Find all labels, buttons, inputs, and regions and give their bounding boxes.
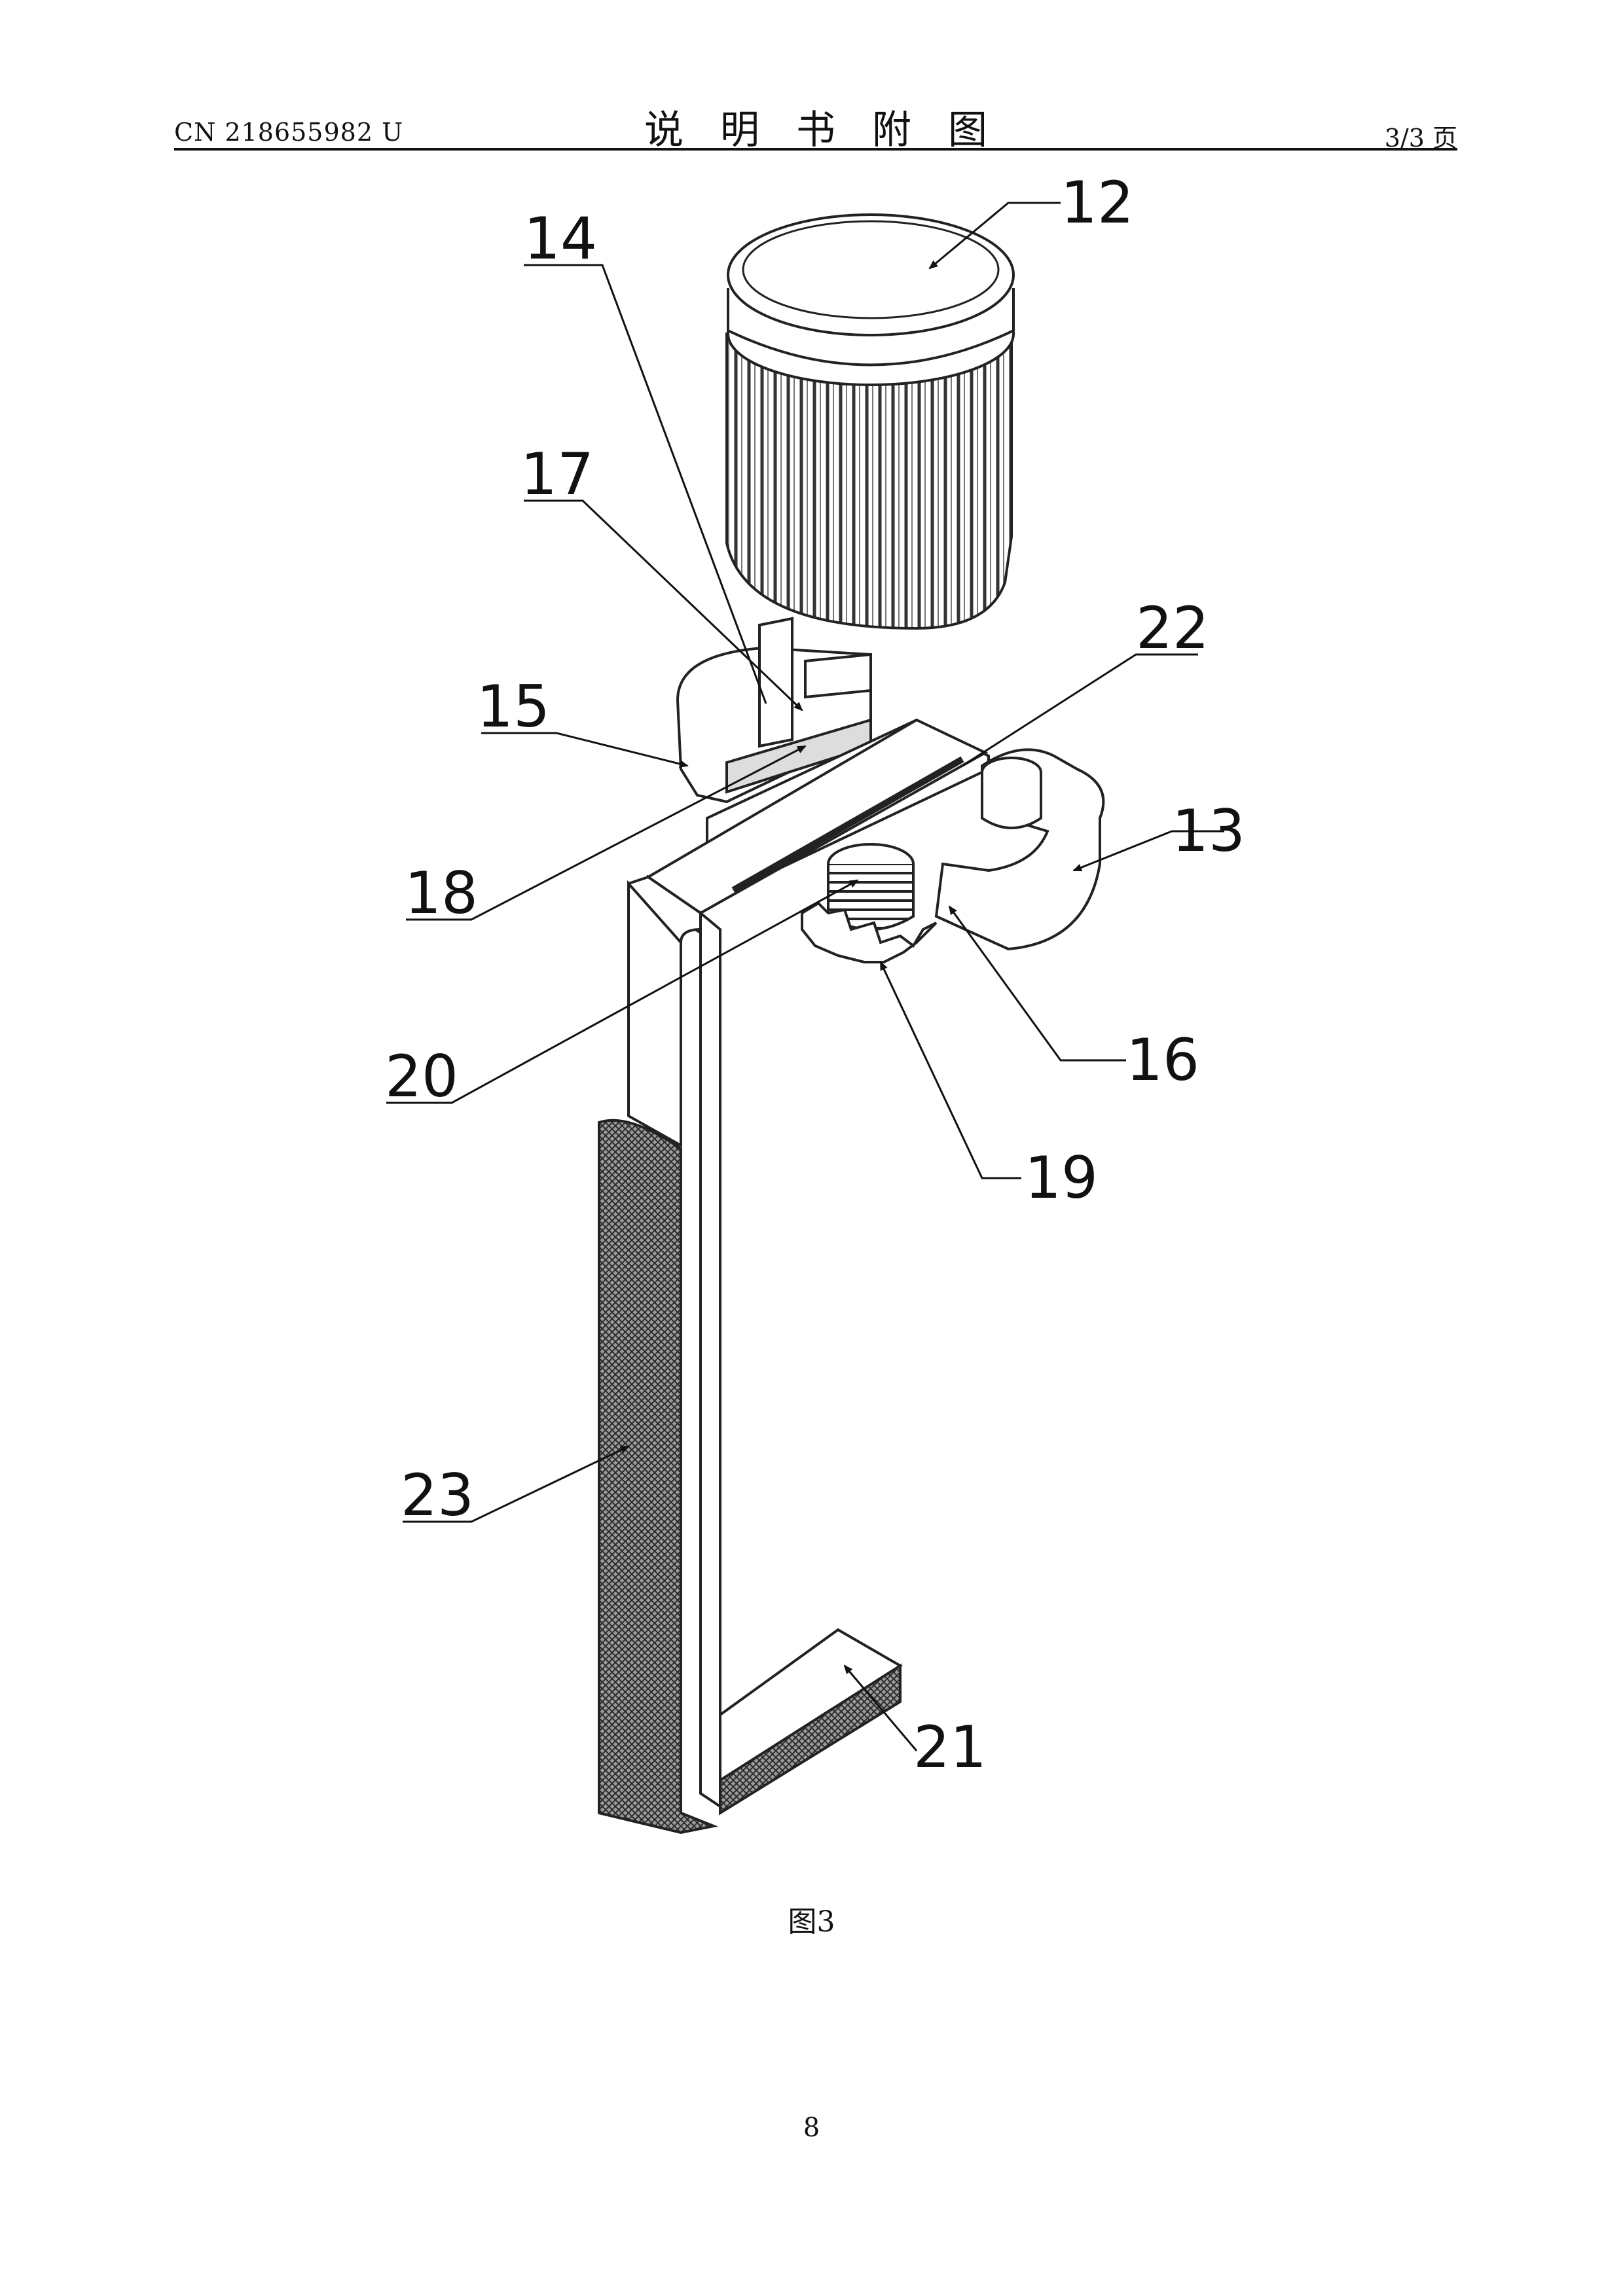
publication-number: CN 218655982 U bbox=[174, 118, 404, 147]
clamp-screw bbox=[801, 843, 938, 963]
leader-17 bbox=[524, 499, 803, 711]
figure-caption: 图3 bbox=[788, 1905, 835, 1939]
motor-body bbox=[725, 332, 1013, 630]
document-title: 说明书附图 bbox=[644, 107, 1024, 153]
knob-19 bbox=[801, 901, 938, 963]
leader-14 bbox=[524, 264, 767, 704]
leader-12 bbox=[928, 202, 1061, 270]
callout-20: 20 bbox=[385, 1043, 458, 1110]
frame-bottom-21-front bbox=[719, 1663, 902, 1816]
motor-top bbox=[727, 213, 1015, 336]
callout-12: 12 bbox=[1061, 169, 1134, 236]
leader-21 bbox=[843, 1664, 918, 1751]
motor-12 bbox=[725, 213, 1015, 630]
callout-23: 23 bbox=[401, 1462, 474, 1529]
handle-13-boss-side bbox=[981, 772, 1042, 829]
c-frame bbox=[627, 875, 903, 1816]
leader-18 bbox=[406, 745, 807, 921]
leader-20 bbox=[386, 879, 859, 1104]
leader-lines bbox=[386, 202, 1224, 1751]
grip-23 bbox=[598, 1119, 718, 1835]
callout-16: 16 bbox=[1126, 1026, 1199, 1094]
handle-13 bbox=[934, 748, 1105, 951]
header-rule bbox=[174, 148, 1457, 151]
arm-groove-22 bbox=[731, 756, 964, 893]
frame-vertical-front bbox=[699, 910, 721, 1809]
page-header: CN 218655982 U 说明书附图 3/3 页 bbox=[174, 98, 1457, 157]
coupling-17 bbox=[676, 617, 872, 804]
callout-labels: 12 14 17 15 18 22 13 20 16 19 23 21 bbox=[385, 169, 1245, 1781]
leader-13 bbox=[1072, 830, 1224, 872]
callout-17: 17 bbox=[520, 440, 594, 508]
coupling-lug-left bbox=[758, 617, 793, 748]
callout-13: 13 bbox=[1172, 797, 1245, 865]
leader-16 bbox=[948, 905, 1126, 1062]
callout-14: 14 bbox=[524, 205, 597, 272]
leader-15 bbox=[481, 732, 689, 768]
callout-19: 19 bbox=[1025, 1144, 1098, 1211]
callout-21: 21 bbox=[913, 1713, 987, 1781]
leader-23 bbox=[403, 1445, 630, 1523]
leader-19 bbox=[879, 961, 1021, 1179]
callout-15: 15 bbox=[477, 673, 550, 740]
page-number: 8 bbox=[803, 2113, 820, 2143]
leader-22 bbox=[962, 653, 1198, 767]
page-count: 3/3 页 bbox=[1384, 124, 1457, 152]
callout-18: 18 bbox=[405, 859, 478, 927]
motor-top-rim bbox=[742, 220, 1000, 319]
frame-vertical-back bbox=[627, 880, 682, 1148]
coupling-lug-right bbox=[804, 653, 872, 699]
callout-22: 22 bbox=[1136, 594, 1209, 662]
